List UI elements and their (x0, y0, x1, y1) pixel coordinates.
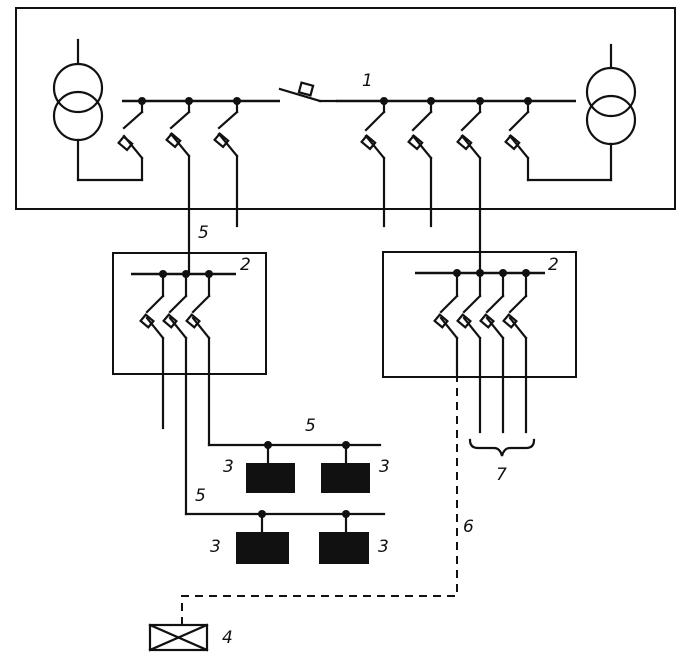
remote-device-icon (148, 623, 209, 652)
label-dashed-line: 6 (463, 517, 474, 537)
motor-group-lower (236, 510, 369, 564)
bus-section-switch (278, 81, 338, 103)
motor-load-4 (319, 532, 369, 564)
distribution-feeders-left (139, 270, 386, 516)
main-substation-frame (15, 7, 676, 210)
label-outgoing-group: 7 (496, 465, 507, 485)
motor-load-2 (321, 463, 370, 493)
label-distribution-point-right: 2 (548, 255, 559, 275)
motor-load-1 (246, 463, 295, 493)
label-motor-3: 3 (210, 537, 221, 557)
motor-group-upper (246, 441, 370, 493)
dashed-control-line (181, 374, 458, 625)
label-line-upper-bus: 5 (305, 416, 316, 436)
right-transformer-icon (526, 43, 637, 182)
main-feeders-left (117, 97, 241, 274)
label-line-upper-left: 5 (198, 223, 209, 243)
left-transformer-icon (52, 38, 144, 182)
label-motor-1: 3 (223, 457, 234, 477)
label-motor-2: 3 (379, 457, 390, 477)
label-distribution-point-left: 2 (240, 255, 251, 275)
main-feeders-right (360, 97, 532, 274)
label-motor-4: 3 (378, 537, 389, 557)
label-line-lower-bus: 5 (195, 486, 206, 506)
outgoing-group-brace (468, 438, 536, 457)
label-main-substation: 1 (362, 71, 373, 91)
distribution-feeders-right (433, 269, 530, 434)
distribution-point-left-frame (112, 252, 267, 375)
motor-load-3 (236, 532, 289, 564)
label-remote-device: 4 (222, 628, 233, 648)
